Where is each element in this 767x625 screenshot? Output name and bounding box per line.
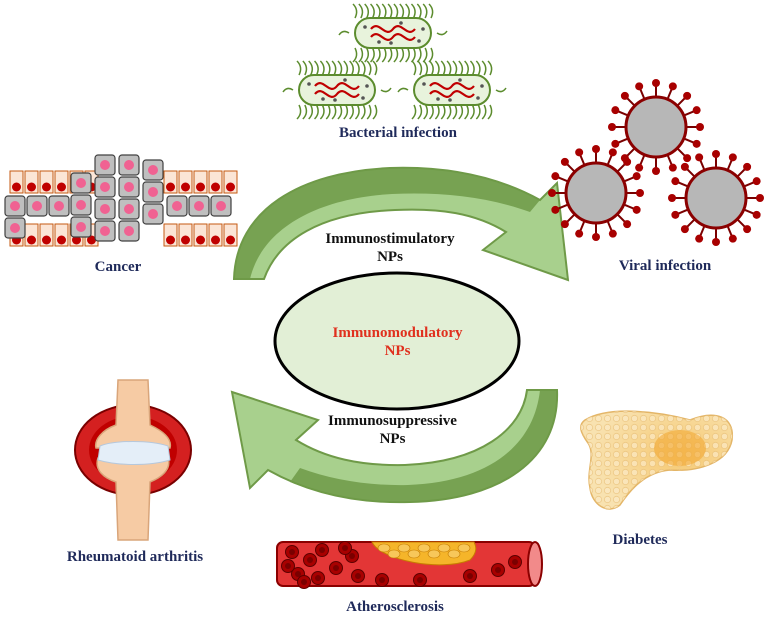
bacterium (397, 60, 507, 120)
arthritis-joint (74, 379, 192, 541)
blood-vessel (276, 541, 543, 589)
diabetes-label: Diabetes (612, 532, 668, 548)
cancer-tissue (4, 154, 238, 247)
virus-cluster (548, 79, 764, 246)
immunostimulatory-nps-label: NPs (377, 249, 403, 265)
center-ellipse (273, 271, 521, 411)
bottom-arrow-shade (290, 390, 558, 503)
virus (608, 79, 704, 175)
cancer-label: Cancer (94, 259, 142, 275)
immunosuppressive-nps-label: NPs (379, 431, 406, 447)
bacterial-infection-label: Bacterial infection (339, 125, 457, 141)
pancreas (580, 410, 733, 510)
viral-infection-label: Viral infection (618, 258, 712, 274)
immunomodulatory-nps: NPs (384, 343, 411, 359)
top-arrow-shade (234, 167, 540, 279)
immunosuppressive-label: Immunosuppressive (328, 413, 457, 429)
bacterium (282, 60, 392, 120)
virus (668, 150, 764, 246)
rheumatoid-arthritis-label: Rheumatoid arthritis (66, 549, 204, 565)
atherosclerosis-label: Atherosclerosis (346, 599, 444, 615)
immunomodulatory-title: Immunomodulatory (332, 325, 463, 341)
bacterium (338, 3, 448, 63)
bacteria-cluster (282, 3, 507, 120)
virus (548, 145, 644, 241)
immunostimulatory-label: Immunostimulatory (325, 231, 455, 247)
